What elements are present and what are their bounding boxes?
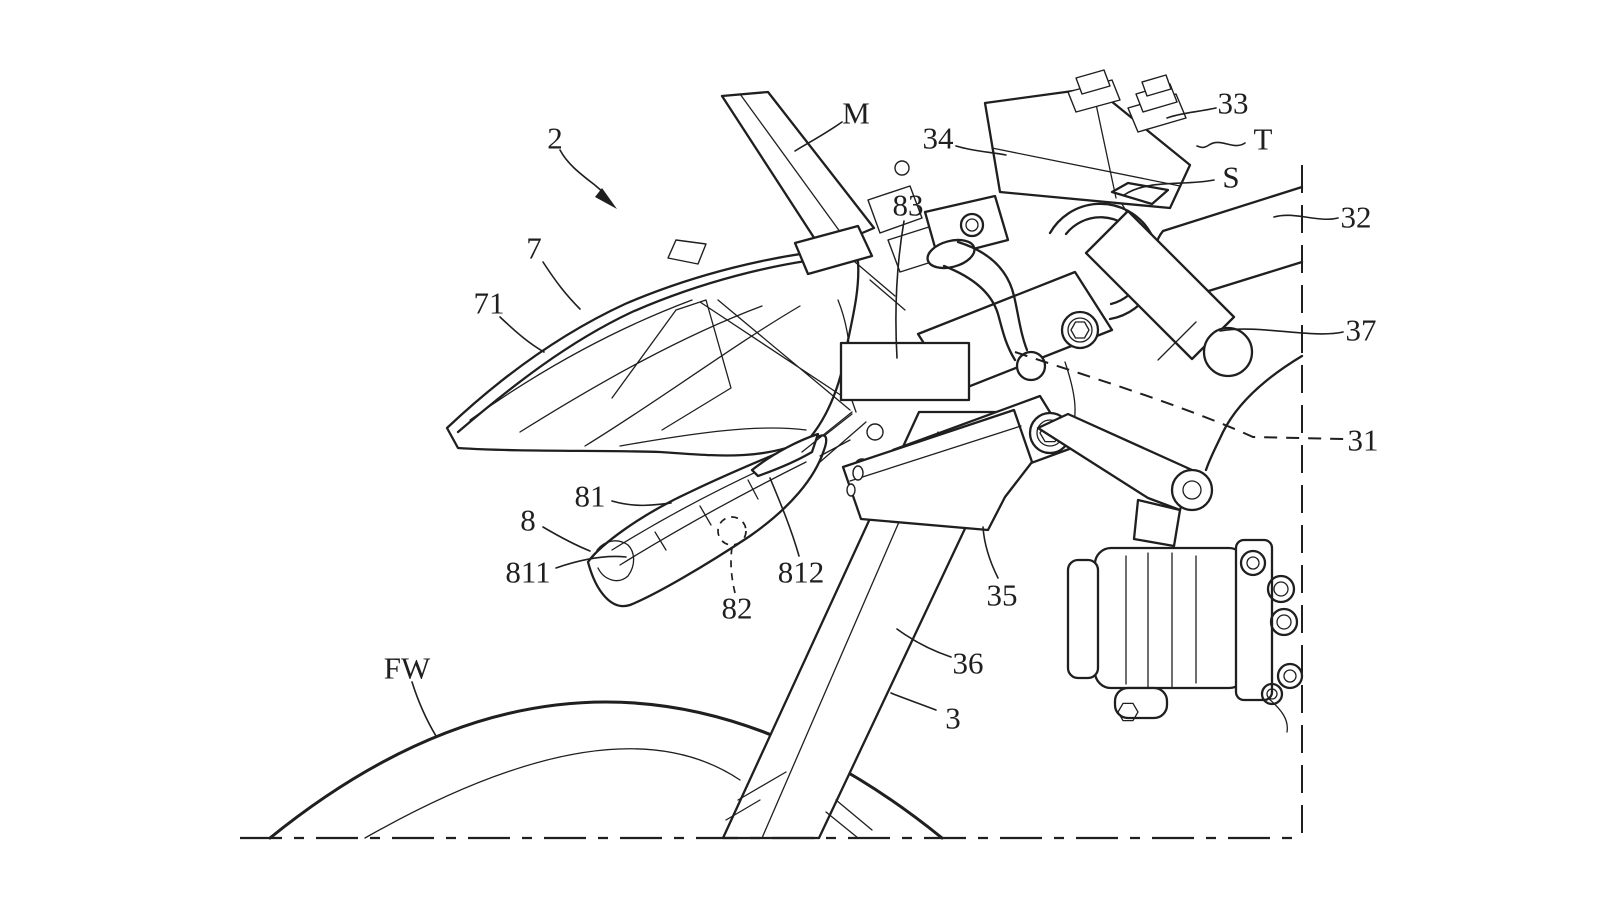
- ref-label-M: M: [842, 95, 870, 131]
- ref-label-35: 35: [986, 577, 1018, 613]
- arrowhead-2: [595, 188, 617, 209]
- ref-label-37: 37: [1345, 312, 1377, 348]
- leader-71: [499, 316, 545, 353]
- headlight-cowl: [445, 239, 860, 457]
- cowl-top-bracket: [667, 239, 707, 265]
- leader-36: [896, 628, 952, 658]
- cowl-facet-lines: [469, 299, 851, 447]
- link-arm-pivot: [1170, 468, 1214, 512]
- hex-socket-upper: [1070, 321, 1090, 339]
- mirror-stalk: [720, 90, 876, 276]
- leader-M: [794, 121, 843, 152]
- caliper-bolts-inner: [1246, 556, 1297, 700]
- winglet-slat-lines: [611, 451, 807, 566]
- lever-ball-end: [1015, 350, 1047, 382]
- leader-812: [769, 477, 800, 557]
- ref-label-812: 812: [777, 554, 825, 590]
- leader-7: [542, 261, 581, 310]
- caliper-link-arm: [1036, 412, 1194, 512]
- handlebar-grip: [1084, 209, 1254, 378]
- ref-label-34: 34: [922, 120, 954, 156]
- winglet-assembly: [586, 413, 853, 608]
- hex-bolt-bottom: [1117, 702, 1139, 722]
- leader-S: [1123, 179, 1215, 196]
- ref-label-FW: FW: [383, 650, 431, 686]
- leader-T: [1196, 141, 1246, 149]
- ref-label-2: 2: [547, 120, 563, 156]
- hidden-line-31: [1014, 351, 1345, 440]
- leader-81: [611, 500, 672, 507]
- brake-caliper-assembly: [1036, 412, 1304, 733]
- brake-lever: [923, 194, 1047, 382]
- leader-8: [542, 526, 591, 552]
- ref-label-T: T: [1253, 121, 1273, 157]
- leader-33: [1166, 107, 1217, 119]
- fork-guard: [841, 408, 1034, 532]
- leader-2: [559, 149, 605, 194]
- caliper-body: [1093, 546, 1247, 690]
- frame-tubes: [1154, 185, 1304, 472]
- leader-32: [1273, 214, 1339, 220]
- ref-label-8: 8: [520, 502, 536, 538]
- leader-82: [730, 546, 736, 594]
- bar-end-weight: [1202, 326, 1254, 378]
- caliper-fins: [1125, 552, 1197, 688]
- ref-label-S: S: [1222, 159, 1240, 195]
- callout-box-83: [839, 341, 971, 402]
- mount-circle-82: [717, 516, 747, 546]
- ref-label-71: 71: [473, 285, 505, 321]
- fork-base-stays: [725, 771, 873, 839]
- leader-3: [890, 692, 937, 711]
- mirror-stalk-base: [793, 224, 874, 276]
- leader-37: [1219, 328, 1344, 335]
- cowl-upper-edge: [456, 254, 850, 434]
- perch-bolt: [959, 212, 985, 238]
- clamp-bolt-upper: [1060, 310, 1100, 350]
- brake-master-cylinder: [983, 69, 1192, 210]
- ref-label-82: 82: [721, 590, 753, 626]
- ref-label-33: 33: [1217, 85, 1249, 121]
- reservoir-caps: [1067, 69, 1187, 133]
- winglet-tip-cap: [596, 540, 635, 582]
- leader-35: [982, 526, 999, 579]
- ref-label-81: 81: [574, 478, 606, 514]
- ref-label-32: 32: [1340, 199, 1372, 235]
- ref-label-7: 7: [526, 230, 542, 266]
- winglet-upper-fin: [750, 432, 820, 478]
- ref-label-811: 811: [505, 554, 551, 590]
- ref-label-36: 36: [952, 645, 984, 681]
- leader-lines: [411, 107, 1344, 737]
- leader-811: [555, 555, 627, 569]
- ref-label-31: 31: [1347, 422, 1379, 458]
- caliper-bolts-outer: [1239, 549, 1304, 706]
- leader-34: [955, 145, 1007, 156]
- winglet-blade: [586, 434, 828, 608]
- ref-label-83: 83: [892, 187, 924, 223]
- ref-label-3: 3: [945, 700, 961, 736]
- leader-FW: [411, 681, 437, 737]
- leader-83: [895, 220, 905, 359]
